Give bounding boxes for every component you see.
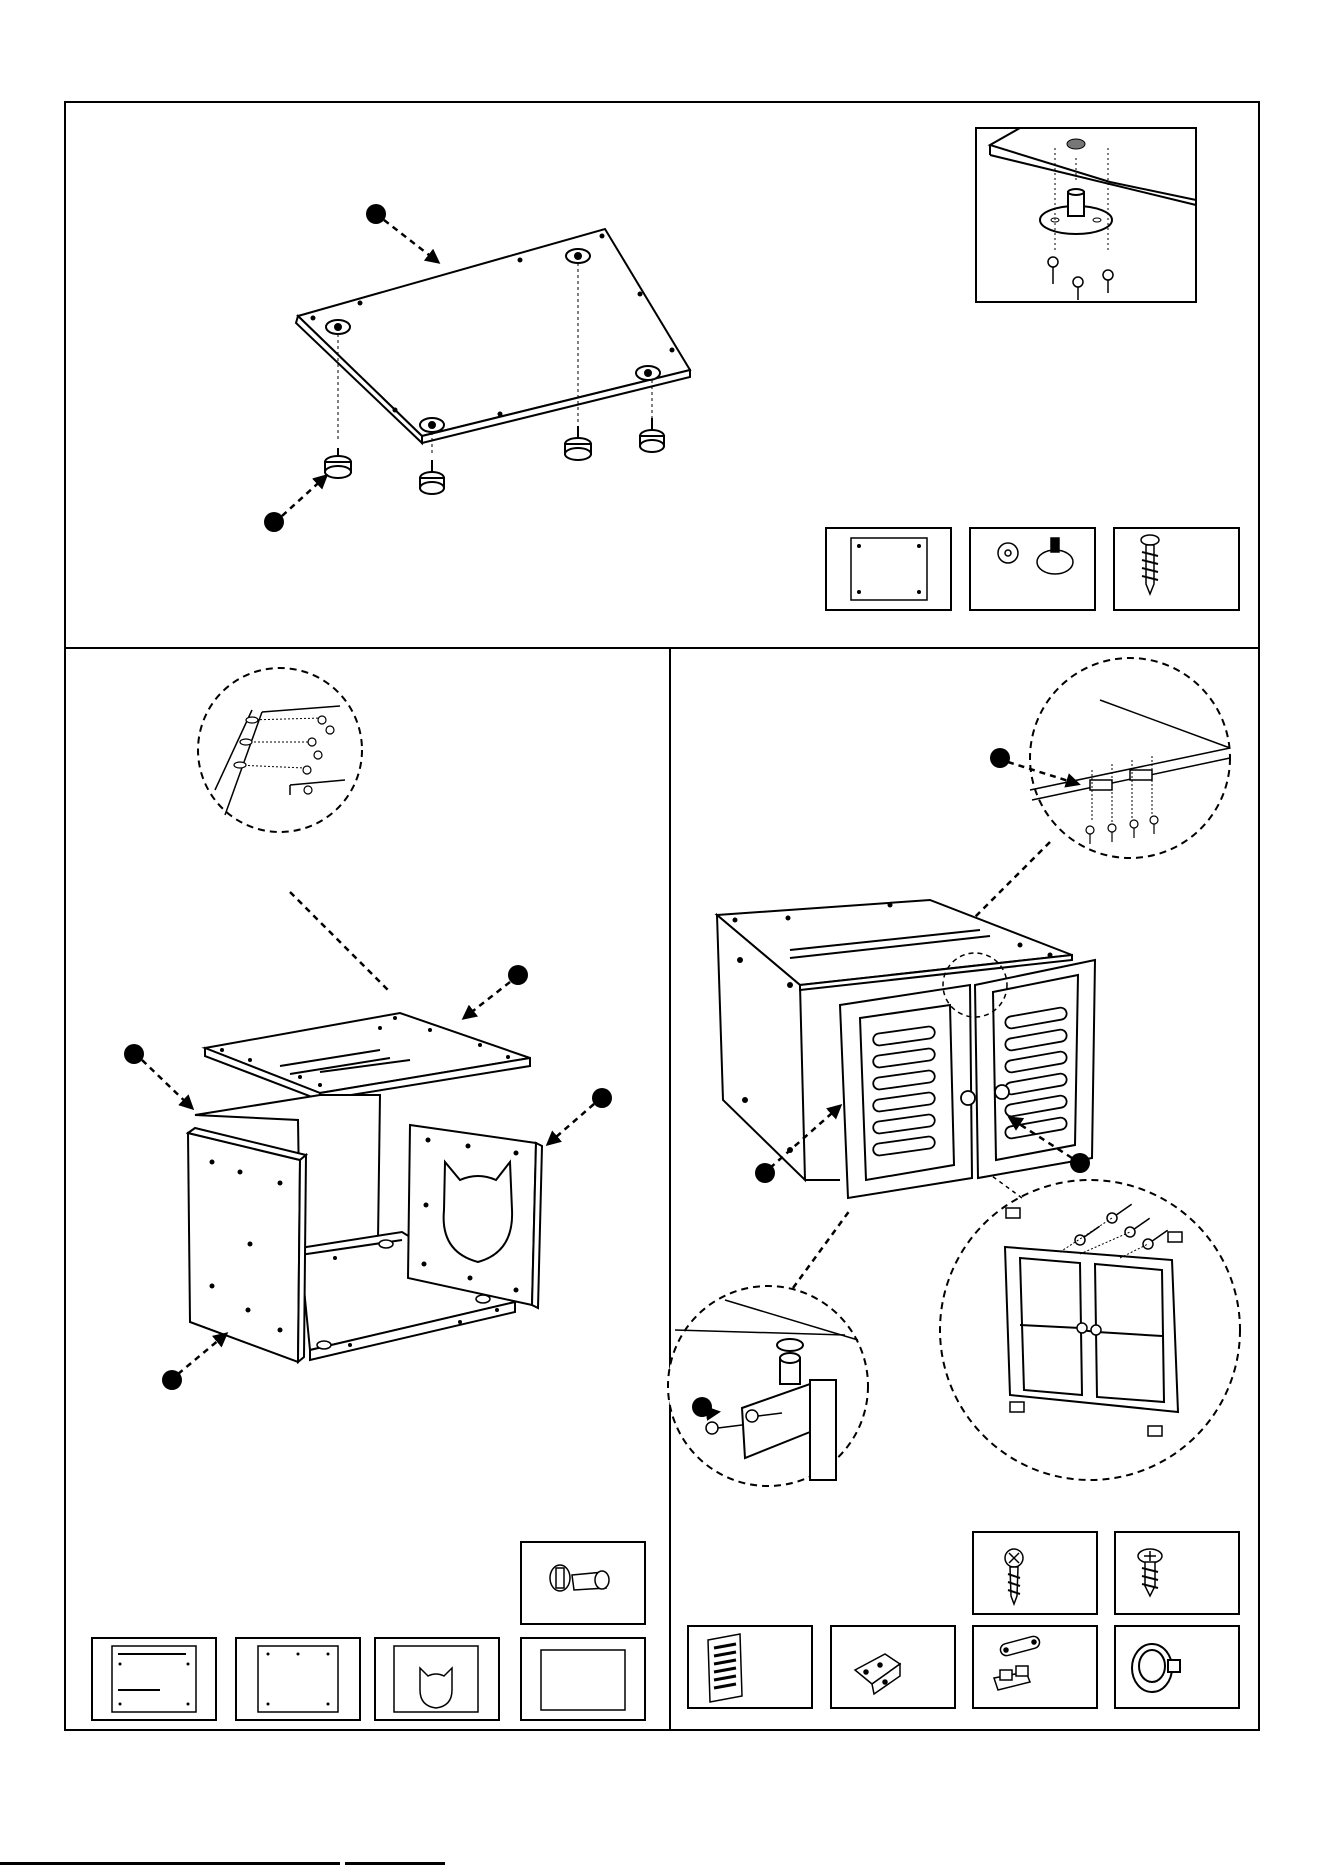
cam-detail-circle bbox=[198, 668, 362, 832]
part-side-panel-thumb bbox=[541, 1650, 625, 1710]
leveling-feet bbox=[325, 418, 664, 494]
hinge-top-detail-circle bbox=[1030, 658, 1230, 858]
hinge-bottom-detail-circle bbox=[668, 1286, 868, 1486]
top-panel-drawing bbox=[205, 1013, 530, 1100]
part-bottom-panel-thumb bbox=[851, 538, 927, 600]
part-cat-door-panel-thumb bbox=[394, 1646, 478, 1712]
side-panel-drawing bbox=[188, 1128, 306, 1362]
step-2-panel bbox=[92, 668, 645, 1720]
part-box-screw-long bbox=[973, 1532, 1097, 1614]
part-box-leveling-foot bbox=[970, 528, 1095, 610]
step-1-panel bbox=[264, 128, 1239, 610]
hinge-bottom-leader bbox=[793, 1210, 850, 1288]
part-back-panel-thumb bbox=[258, 1646, 338, 1712]
part-box-louvered-door bbox=[688, 1626, 812, 1708]
cat-door-panel-drawing bbox=[408, 1125, 542, 1308]
bottom-panel-drawing bbox=[296, 229, 690, 443]
step-3-panel bbox=[668, 658, 1240, 1708]
door-detail-leader bbox=[992, 1176, 1022, 1198]
part-box-screw bbox=[1114, 528, 1239, 610]
foot-mount-detail bbox=[976, 128, 1196, 302]
part-box-screw-short bbox=[1115, 1532, 1239, 1614]
part-top-panel-thumb bbox=[112, 1646, 196, 1712]
door-hinge-detail-circle bbox=[940, 1180, 1240, 1480]
part-louvered-door-thumb bbox=[708, 1634, 742, 1702]
detail-leader bbox=[290, 892, 388, 990]
